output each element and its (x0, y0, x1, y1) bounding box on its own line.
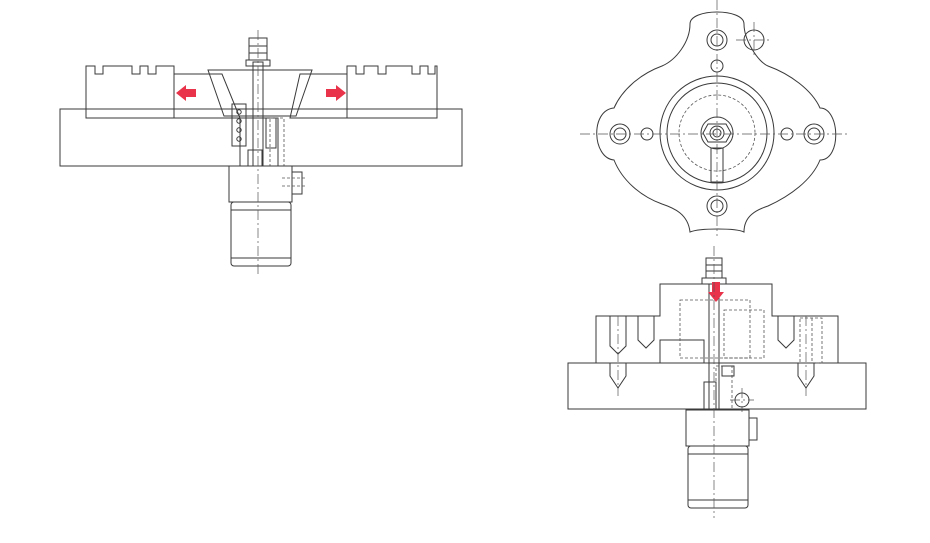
hole-d (236, 136, 242, 142)
arrow-left (176, 85, 196, 101)
right-cylinder-body (685, 409, 750, 447)
counterbore-left (609, 315, 627, 355)
spring-block (231, 103, 247, 147)
bore-dashed (678, 94, 756, 172)
flange-outline (596, 11, 837, 233)
inner-bolt (265, 117, 277, 149)
hole-c (236, 127, 242, 133)
cylinder-lower (230, 201, 292, 267)
jaw-bed (173, 73, 241, 119)
arrow-down (708, 282, 724, 302)
left-jaw (85, 65, 175, 119)
cylinder-body (228, 165, 293, 203)
right-base-plate (567, 362, 867, 410)
jaw-bed-right (289, 73, 348, 119)
recess (659, 339, 705, 364)
right-jaw (346, 65, 438, 119)
left-section-view (59, 30, 463, 276)
hole-b (236, 118, 242, 124)
wedge-cone (207, 69, 313, 117)
right-cylinder-lower (687, 445, 749, 509)
top-view (580, 0, 850, 236)
arrow-right (326, 85, 346, 101)
screw-tip-left (609, 362, 627, 389)
screw-tip-right (797, 362, 815, 389)
hole-a (236, 109, 242, 115)
washer (245, 59, 271, 67)
center-nut (702, 123, 732, 143)
right-section-view (567, 246, 867, 518)
